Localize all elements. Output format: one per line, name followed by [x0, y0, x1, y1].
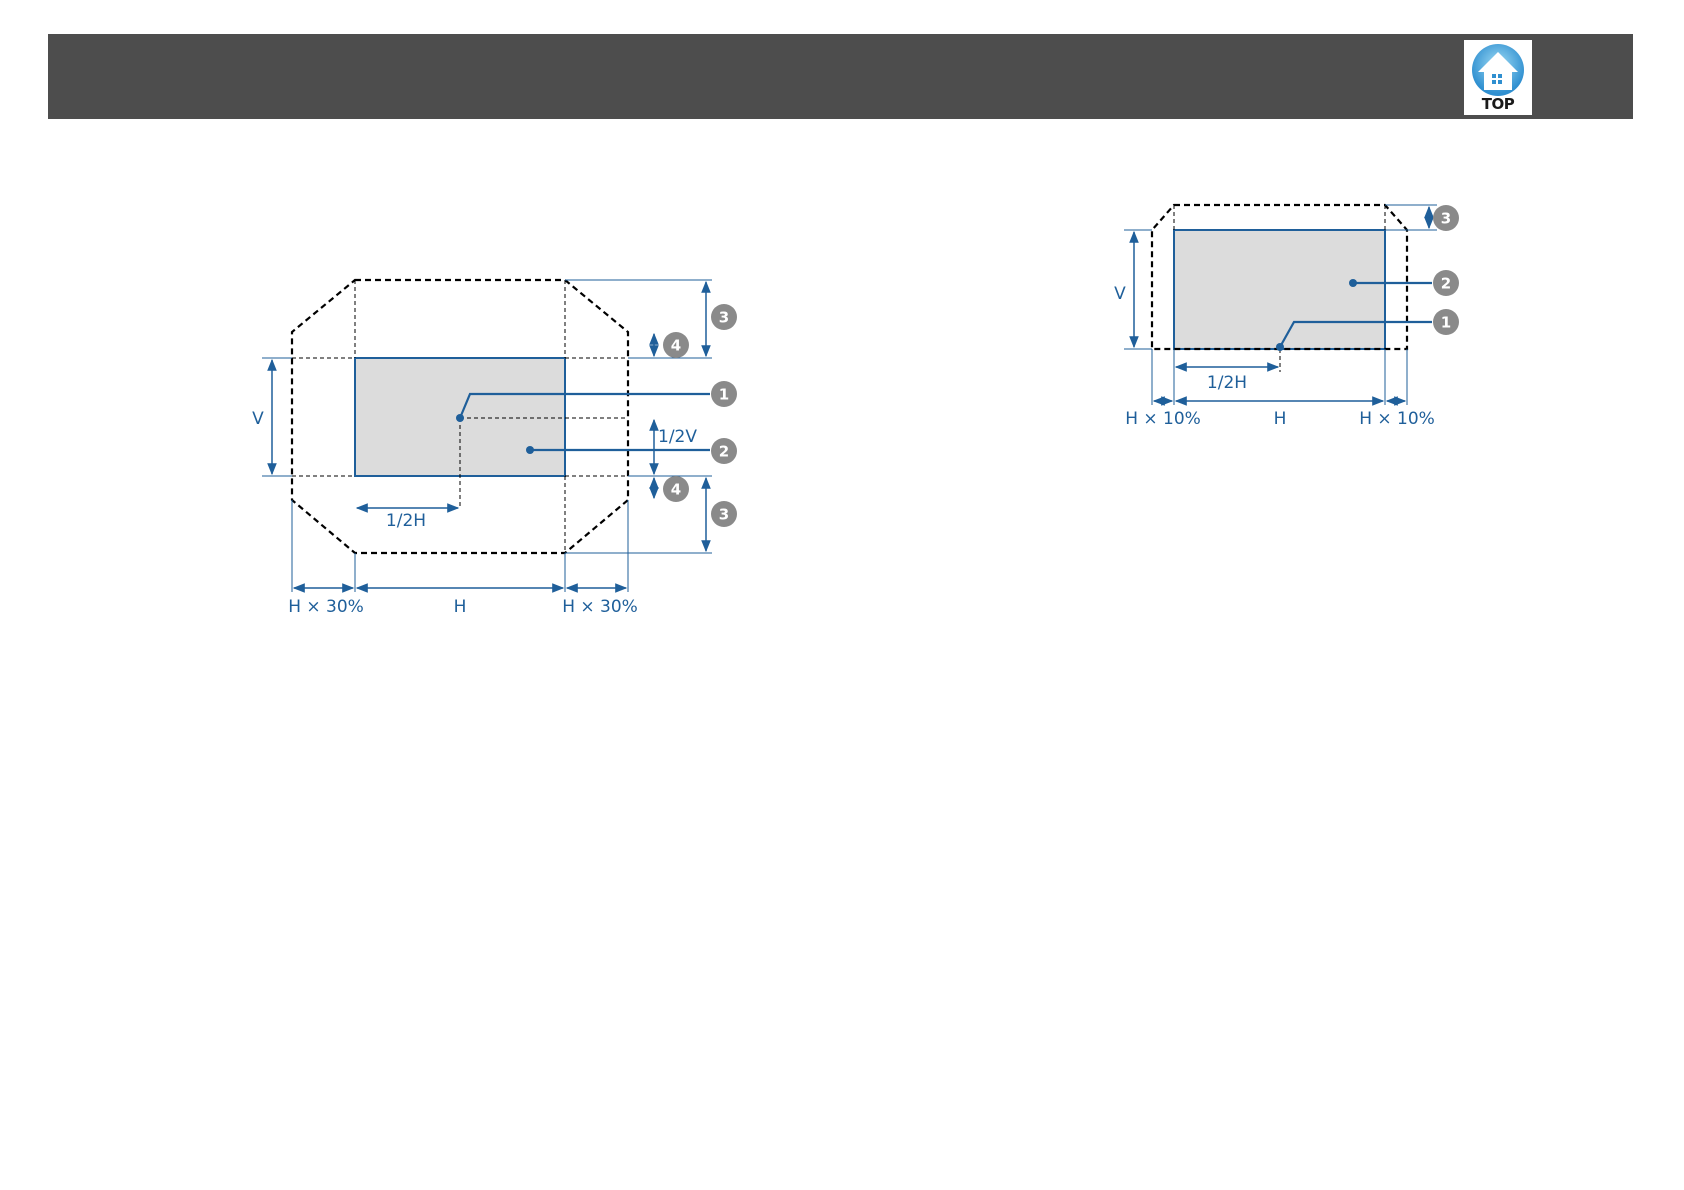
- svg-text:2: 2: [1441, 275, 1451, 293]
- svg-text:1: 1: [1441, 314, 1451, 332]
- svg-text:2: 2: [719, 443, 729, 461]
- left-callout-3-bottom: 3: [711, 501, 737, 527]
- right-screen-point: [1349, 279, 1357, 287]
- svg-text:1: 1: [719, 386, 729, 404]
- right-label-v: V: [1114, 284, 1126, 304]
- left-center-point: [456, 414, 464, 422]
- left-diagram: V 1/2V 1/2H H H × 30% H × 30% 1 2 3 4 4 …: [252, 280, 737, 617]
- right-screen-area: [1174, 230, 1385, 349]
- right-label-h10-right: H × 10%: [1359, 409, 1435, 429]
- left-label-v: V: [252, 409, 264, 429]
- right-label-half-h: 1/2H: [1207, 373, 1247, 393]
- left-label-h30-right: H × 30%: [562, 597, 638, 617]
- svg-text:3: 3: [1441, 210, 1451, 228]
- left-callout-4-bottom: 4: [663, 476, 689, 502]
- left-callout-1: 1: [711, 381, 737, 407]
- right-diagram: V 1/2H H H × 10% H × 10% 3 2 1: [1114, 205, 1459, 429]
- svg-text:3: 3: [719, 506, 729, 524]
- left-callout-3-top: 3: [711, 304, 737, 330]
- left-screen-point: [526, 446, 534, 454]
- left-callout-2: 2: [711, 438, 737, 464]
- svg-text:4: 4: [671, 337, 681, 355]
- right-callout-2: 2: [1433, 270, 1459, 296]
- left-label-h: H: [454, 597, 467, 617]
- right-center-point: [1276, 343, 1284, 351]
- left-label-h30-left: H × 30%: [288, 597, 364, 617]
- left-label-half-v: 1/2V: [658, 427, 697, 447]
- svg-text:4: 4: [671, 481, 681, 499]
- right-callout-3: 3: [1433, 205, 1459, 231]
- svg-text:3: 3: [719, 309, 729, 327]
- right-callout-1: 1: [1433, 309, 1459, 335]
- right-label-h: H: [1274, 409, 1287, 429]
- right-label-h10-left: H × 10%: [1125, 409, 1201, 429]
- left-label-half-h: 1/2H: [386, 511, 426, 531]
- left-callout-4-top: 4: [663, 332, 689, 358]
